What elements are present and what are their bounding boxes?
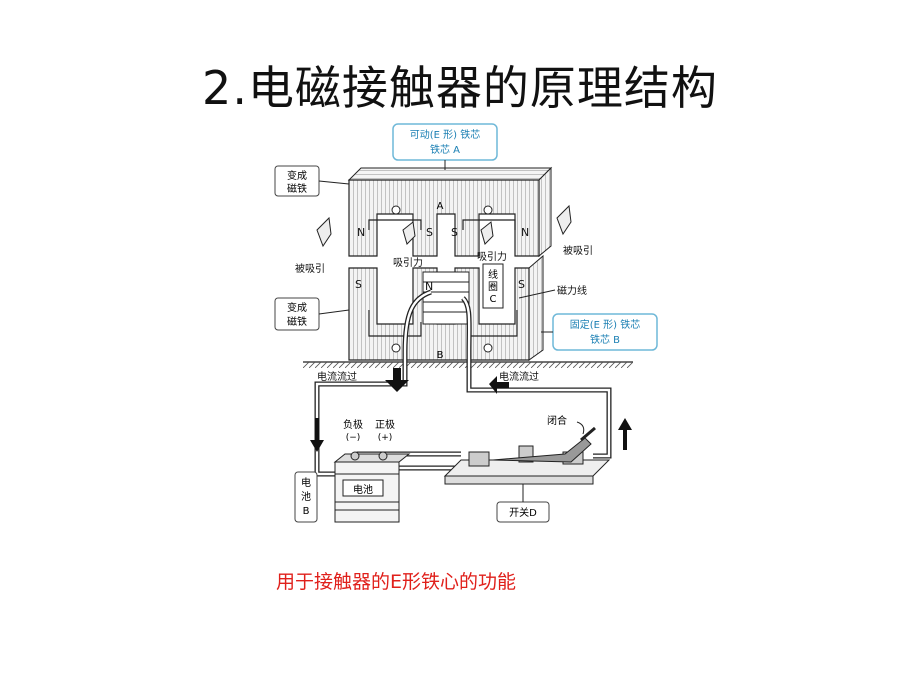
pole-n-left: N xyxy=(357,226,365,239)
pole-n-lower-center: N xyxy=(425,280,433,293)
pole-n-right: N xyxy=(521,226,529,239)
fixed-e-core: B xyxy=(348,254,544,361)
attracted-right-label: 被吸引 xyxy=(563,244,593,257)
switch-box-text: 开关D xyxy=(509,506,537,519)
attracted-left-label: 被吸引 xyxy=(295,262,325,275)
flux-label: 磁力线 xyxy=(557,284,587,297)
closed-label: 闭合 xyxy=(547,414,567,427)
callout-battery: 电 池 B xyxy=(294,471,318,523)
fixed-core-text-2: 铁芯 B xyxy=(590,333,620,346)
attraction-left-label: 吸引力 xyxy=(393,256,423,269)
pole-s-lower-right: S xyxy=(518,278,525,291)
movable-core-text-2: 铁芯 A xyxy=(430,143,460,156)
pole-s-lower-left: S xyxy=(355,278,362,291)
callout-fixed-core: 固定(E 形) 铁芯 铁芯 B xyxy=(541,313,658,351)
battery-box-text-1: 电 xyxy=(301,476,311,489)
movable-e-core: A xyxy=(347,166,553,258)
callout-switch: 开关D xyxy=(496,484,550,523)
battery-box-text-3: B xyxy=(303,506,310,517)
diagram-labels: 被吸引 被吸引 吸引力 吸引力 磁力线 电流流过 电流流过 xyxy=(295,244,593,383)
magnet-top-text-2: 磁铁 xyxy=(287,182,307,195)
contactor-diagram: A B 线 圈 C N S S N S N S xyxy=(274,123,658,523)
fixed-core-text-1: 固定(E 形) 铁芯 xyxy=(570,318,640,331)
magnet-top-text-1: 变成 xyxy=(287,169,307,182)
pole-s-center-left: S xyxy=(426,226,433,239)
callout-magnet-top: 变成 磁铁 xyxy=(274,165,350,197)
positive-label: 正极 xyxy=(375,418,395,431)
coil: 线 圈 C xyxy=(422,263,504,325)
pole-labels: N S S N S N S xyxy=(355,226,529,293)
current-right-label: 电流流过 xyxy=(499,370,539,383)
coil-label-2: 圈 xyxy=(488,281,498,293)
battery-box-text-2: 池 xyxy=(301,490,311,503)
attracted-piece-icons xyxy=(316,204,572,248)
pole-s-center-right: S xyxy=(451,226,458,239)
magnet-mid-text-2: 磁铁 xyxy=(287,315,307,328)
attraction-right-label: 吸引力 xyxy=(477,250,507,263)
movable-core-text-1: 可动(E 形) 铁芯 xyxy=(410,128,480,141)
battery-label: 电池 xyxy=(353,483,373,496)
point-a-label: A xyxy=(437,201,444,212)
current-arrows xyxy=(310,368,632,452)
positive-sign: (+) xyxy=(378,433,393,443)
battery: 电池 负极 (−) 正极 (+) xyxy=(333,418,411,523)
negative-label: 负极 xyxy=(343,418,363,431)
slide-title: 2.电磁接触器的原理结构 xyxy=(202,61,718,115)
negative-sign: (−) xyxy=(346,433,361,443)
point-b-label: B xyxy=(437,350,444,361)
coil-label-3: C xyxy=(490,294,497,305)
callout-magnet-mid: 变成 磁铁 xyxy=(274,297,350,331)
coil-label-1: 线 xyxy=(488,268,498,281)
switch: 闭合 xyxy=(443,414,611,485)
magnet-mid-text-1: 变成 xyxy=(287,301,307,314)
callout-movable-core: 可动(E 形) 铁芯 铁芯 A xyxy=(392,123,498,170)
current-left-label: 电流流过 xyxy=(317,370,357,383)
slide-caption: 用于接触器的E形铁心的功能 xyxy=(276,571,517,593)
